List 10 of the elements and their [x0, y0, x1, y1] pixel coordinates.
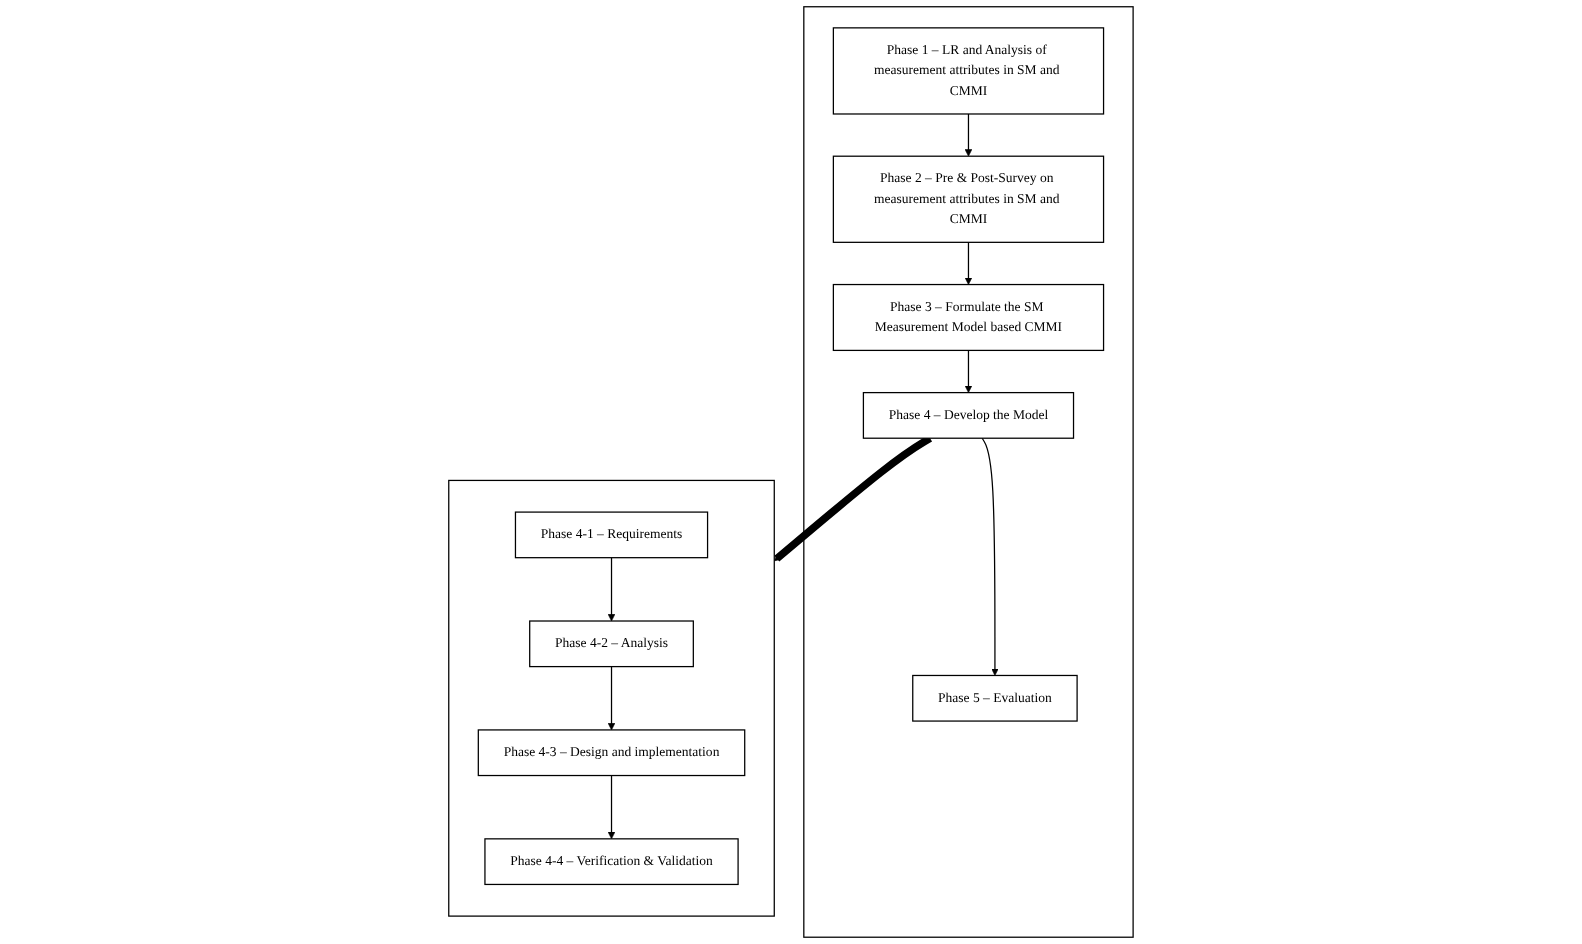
arrow — [607, 557, 616, 622]
arrow — [607, 665, 616, 731]
arrow — [774, 434, 933, 562]
arrow — [964, 349, 973, 393]
arrow — [607, 774, 616, 840]
arrow — [964, 241, 973, 285]
arrow — [981, 437, 999, 676]
cluster — [803, 6, 1134, 938]
arrow — [964, 113, 973, 157]
cluster — [448, 479, 775, 917]
